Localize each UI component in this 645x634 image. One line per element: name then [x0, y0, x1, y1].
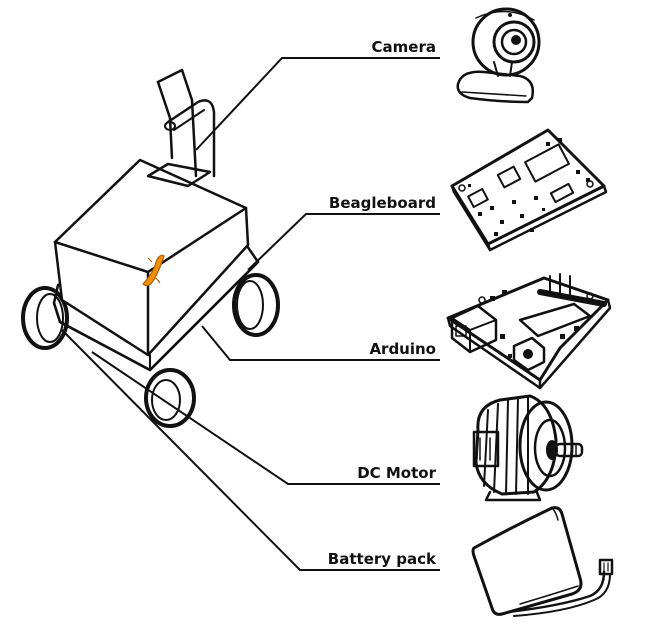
- robot-drawing: [21, 68, 280, 428]
- leader-lines: [61, 57, 440, 571]
- leader-line-battery: [61, 329, 440, 571]
- camera-mast: [146, 68, 216, 188]
- circuit-board-icon: [450, 128, 608, 252]
- wheel-front-left: [144, 368, 196, 428]
- robot-body-box: [53, 158, 250, 357]
- label-arduino: Arduino: [369, 340, 436, 358]
- wheel-back-right: [232, 273, 280, 337]
- leader-line-beagleboard: [247, 213, 440, 271]
- battery-pack-icon: [471, 506, 614, 617]
- fish-sticker-icon: [142, 254, 165, 287]
- label-beagleboard: Beagleboard: [329, 194, 436, 212]
- label-battery-pack: Battery pack: [328, 550, 437, 568]
- wheel-back-left: [21, 286, 69, 350]
- robot-base-platform: [52, 241, 260, 372]
- leader-line-dc-motor: [91, 351, 440, 485]
- leader-line-camera: [195, 57, 440, 151]
- label-dc-motor: DC Motor: [357, 464, 436, 482]
- label-camera: Camera: [372, 38, 436, 56]
- leader-line-arduino: [201, 325, 440, 361]
- webcam-icon: [456, 7, 541, 104]
- microcontroller-board-icon: [446, 273, 612, 390]
- electric-motor-icon: [472, 394, 584, 502]
